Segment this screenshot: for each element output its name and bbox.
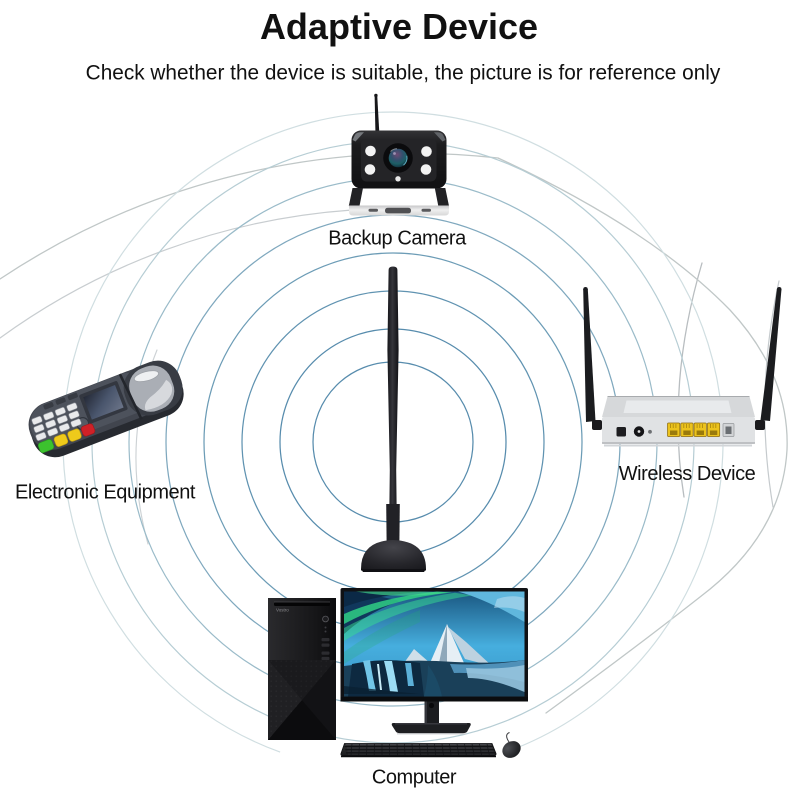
svg-text:Vostro: Vostro — [276, 608, 289, 613]
svg-text:Electronic Equipment: Electronic Equipment — [15, 482, 196, 504]
svg-text:Adaptive Device: Adaptive Device — [260, 6, 538, 47]
svg-text:Backup Camera: Backup Camera — [328, 228, 467, 250]
svg-text:Computer: Computer — [372, 767, 457, 789]
svg-text:Check whether the device is su: Check whether the device is suitable, th… — [86, 62, 721, 85]
svg-text:Wireless Device: Wireless Device — [619, 463, 756, 485]
